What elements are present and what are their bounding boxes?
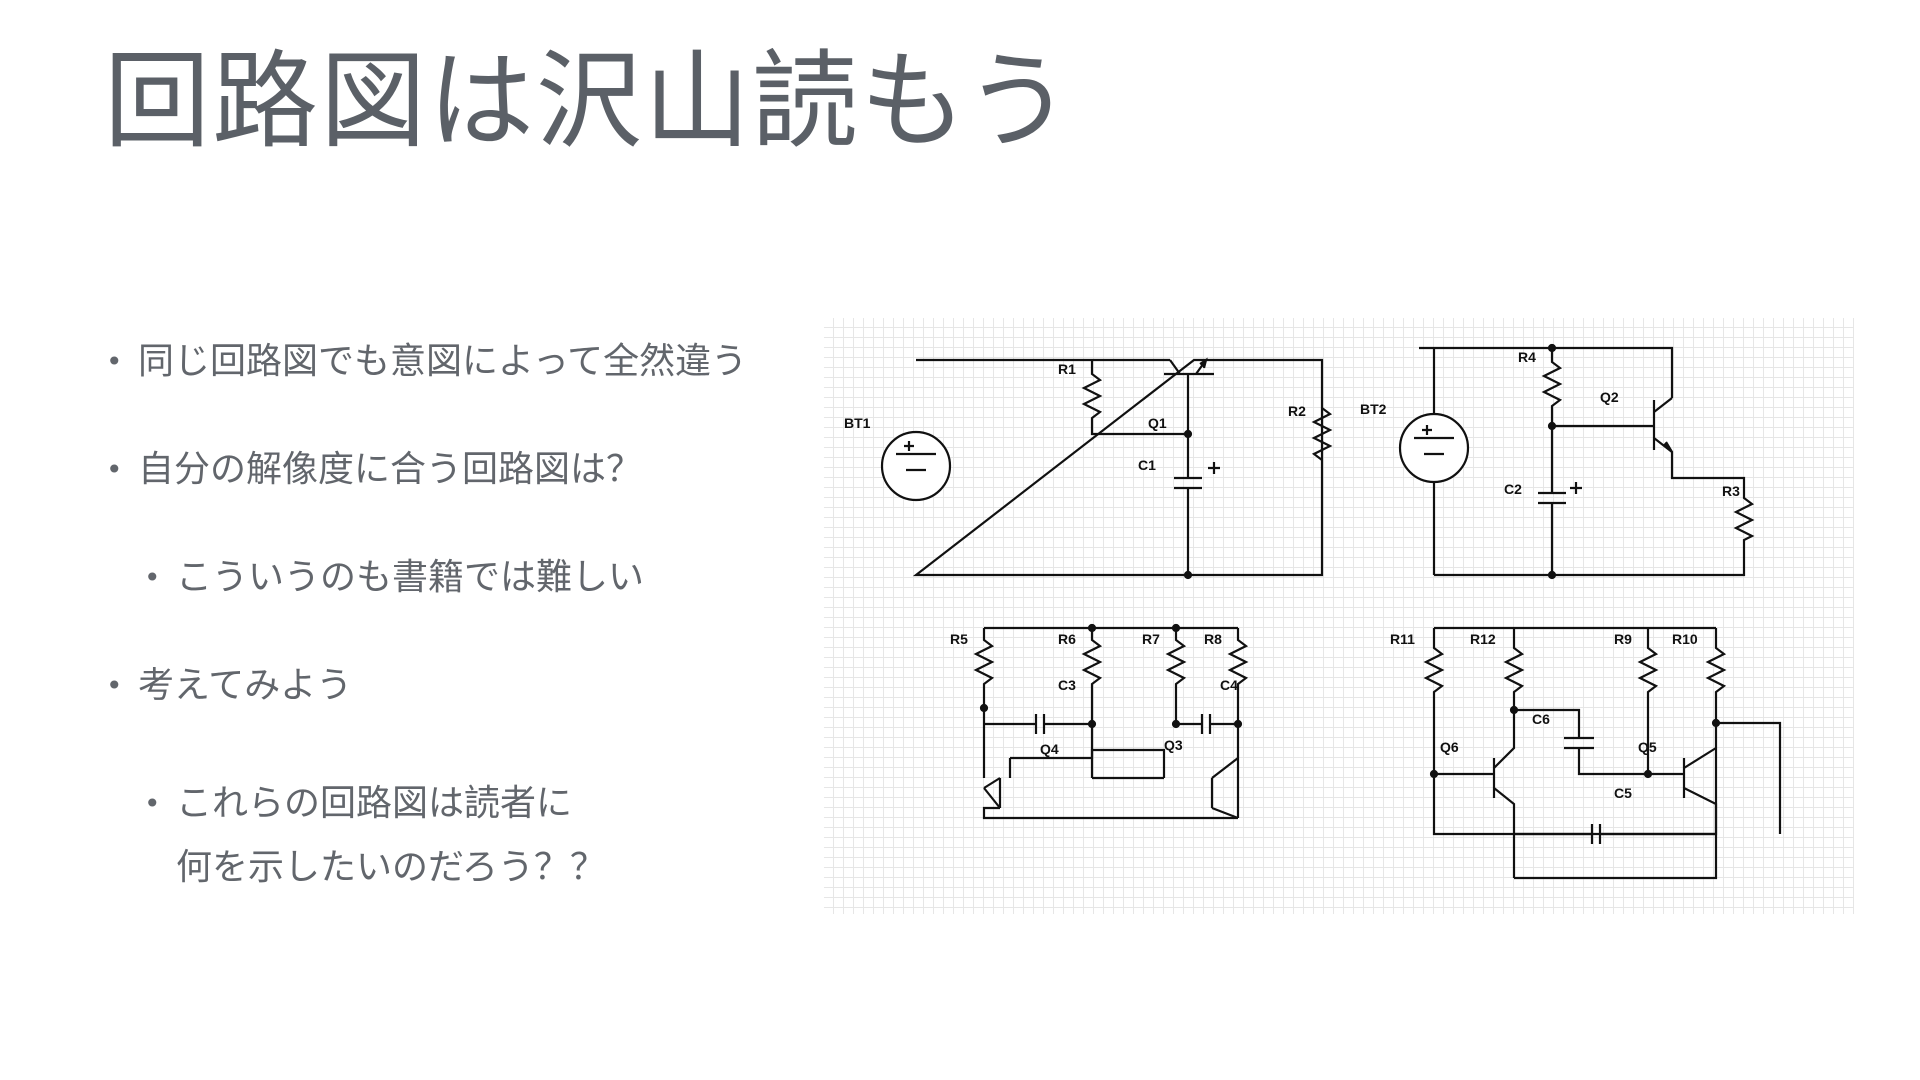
label-r4: R4 [1518,349,1536,365]
junction [1643,769,1653,779]
resistor-r11 [1423,628,1782,836]
bullet-item: • こういうのも書籍では難しい [144,546,645,610]
junction [1087,623,1097,633]
bullet-text: 考えてみよう [138,665,353,706]
bullet-continuation: 何を示したいのだろう？？ [176,836,606,900]
bullet-marker: • [106,453,123,486]
resistor-r10 [1705,628,1727,723]
resistor-r7 [1165,628,1187,724]
label-r10: R10 [1672,631,1698,647]
schematic-canvas: BT1 R1 Q1 C1 R2 BT2 R4 Q2 C2 R3 R5 R6 R7… [844,343,1782,880]
transistor-q5 [1514,747,1718,880]
label-c1: C1 [1138,457,1156,473]
battery-bt2-plates [1414,425,1454,456]
resistor-r12 [1503,628,1525,710]
junction [1233,719,1243,729]
bullet-text: 自分の解像度に合う回路図は？ [138,449,643,490]
bullet-text: こういうのも書籍では難しい [176,557,645,598]
junction [1171,719,1181,729]
resistor-r2 [1311,407,1333,461]
bullet-marker: • [106,669,123,702]
bullet-item: • これらの回路図は読者に [144,772,573,836]
capacitor-c2-plus [1570,482,1582,494]
label-r12: R12 [1470,631,1496,647]
bullet-text: 同じ回路図でも意図によって全然違う [138,341,748,382]
battery-bt1-plates [896,441,936,472]
label-q1: Q1 [1148,415,1167,431]
junction [1547,343,1557,353]
capacitor-c5 [1514,824,1716,844]
label-q5: Q5 [1638,739,1657,755]
capacitor-c3 [984,714,1092,734]
junction [1509,705,1519,715]
battery-bt2-symbol [1398,412,1470,484]
label-c6: C6 [1532,711,1550,727]
label-r6: R6 [1058,631,1076,647]
label-bt1: BT1 [844,415,871,431]
transistor-q2 [1552,397,1746,493]
label-q6: Q6 [1440,739,1459,755]
circuit-4 [1423,626,1782,880]
junction [1711,718,1721,728]
capacitor-c1-plus [1208,462,1220,474]
capacitor-c6 [1514,708,1684,776]
bullet-marker: • [106,345,123,378]
resistor-r6 [1081,628,1103,748]
junction [979,703,989,713]
battery-bt1-symbol [880,430,952,502]
slide-title: 回路図は沢山読もう [104,40,1073,163]
label-r7: R7 [1142,631,1160,647]
label-c2: C2 [1504,481,1522,497]
resistor-r3 [1434,493,1755,577]
bullet-item: • 自分の解像度に合う回路図は？ [106,438,643,502]
transistor-q3 [1090,748,1239,820]
label-r3: R3 [1722,483,1740,499]
junction [1429,769,1439,779]
junction [1547,421,1557,431]
transistor-q6 [1434,710,1516,878]
circuit-diagrams: BT1 R1 Q1 C1 R2 BT2 R4 Q2 C2 R3 R5 R6 R7… [824,318,1854,914]
junction [1547,570,1557,580]
transistor-q1-arrow [1199,357,1208,369]
label-r9: R9 [1614,631,1632,647]
label-c3: C3 [1058,677,1076,693]
label-r11: R11 [1390,631,1415,647]
bullet-item: • 考えてみよう [106,654,353,718]
resistor-r8 [1227,628,1249,818]
bullet-text: これらの回路図は読者に [176,783,573,824]
resistor-r4 [1541,348,1563,493]
resistor-r5 [973,628,995,708]
capacitor-c1 [1174,434,1202,575]
label-r8: R8 [1204,631,1222,647]
circuit-1-wires [912,358,1324,577]
capacitor-c4 [1176,714,1238,734]
bullet-marker: • [144,787,161,820]
junction [1183,429,1193,439]
bullet-marker: • [144,561,161,594]
junction [1171,623,1181,633]
transistor-q1 [1164,359,1214,434]
label-r2: R2 [1288,403,1306,419]
label-q4: Q4 [1040,741,1059,757]
label-r5: R5 [950,631,968,647]
label-q2: Q2 [1600,389,1619,405]
label-q3: Q3 [1164,737,1183,753]
label-c4: C4 [1220,677,1238,693]
capacitor-c2 [1538,491,1566,575]
junction [1087,719,1097,729]
bullet-text: 何を示したいのだろう？？ [176,847,606,888]
circuit-2 [1398,343,1755,580]
transistor-q2-arrow [1663,441,1673,453]
resistor-r9 [1637,628,1659,774]
label-r1: R1 [1058,361,1076,377]
circuit-3 [973,623,1249,820]
resistor-r1 [1081,360,1188,436]
bullet-item: • 同じ回路図でも意図によって全然違う [106,330,748,394]
junction [1183,570,1193,580]
label-bt2: BT2 [1360,401,1387,417]
label-c5: C5 [1614,785,1632,801]
circuit-1 [880,357,1333,580]
